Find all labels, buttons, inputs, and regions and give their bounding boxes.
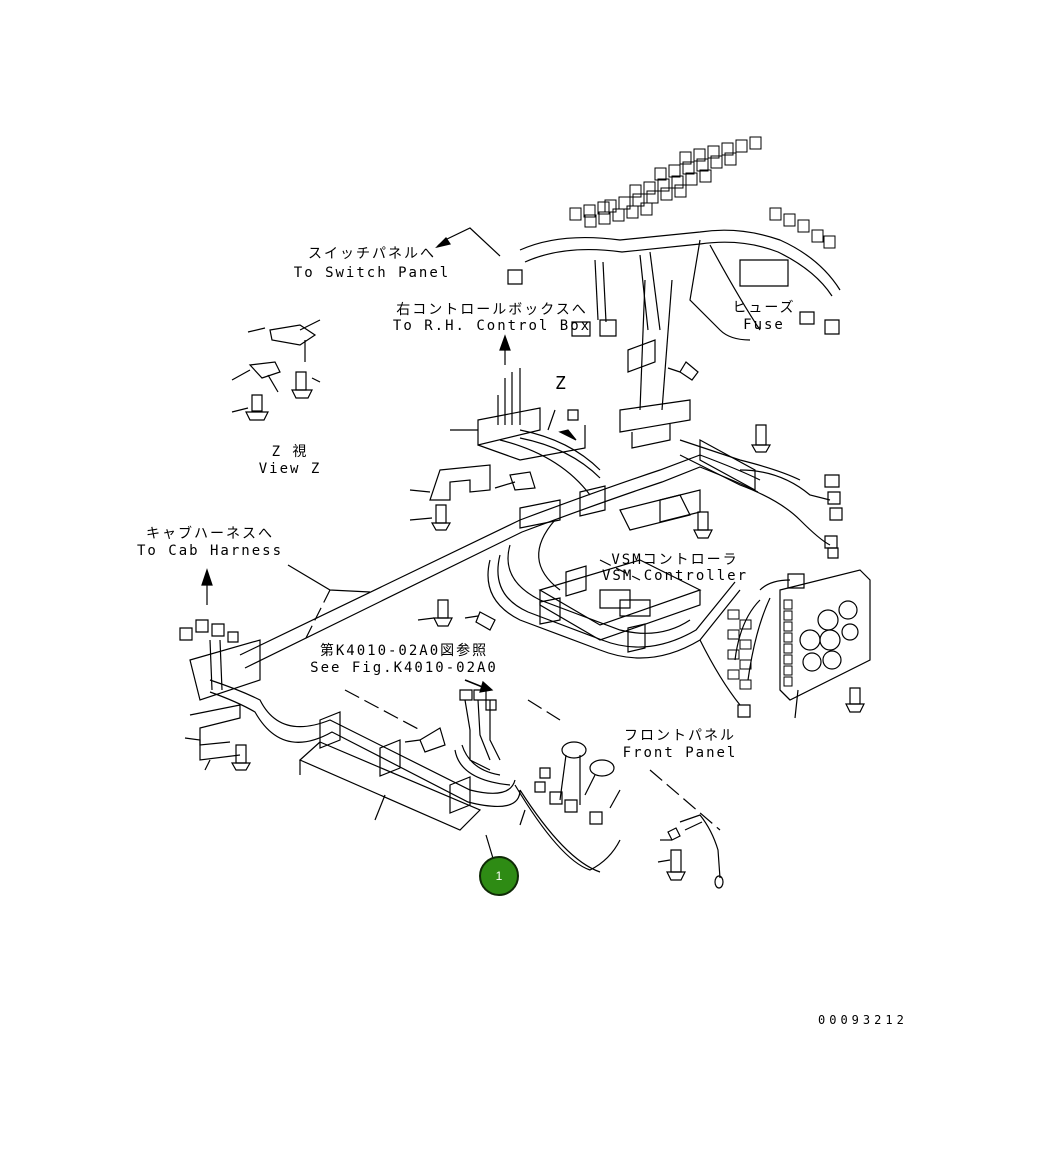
main-harness bbox=[210, 455, 760, 813]
label-fuse-jp: ヒューズ bbox=[732, 300, 796, 316]
control-box-connector bbox=[450, 368, 600, 495]
label-cab-harness-jp: キャブハーネスへ bbox=[146, 526, 274, 542]
relay bbox=[598, 202, 609, 214]
ground-strap bbox=[658, 815, 723, 888]
label-vsm-controller-en: VSM Controller bbox=[601, 568, 749, 584]
label-vsm-controller-jp: VSMコントローラ bbox=[611, 552, 739, 568]
relay bbox=[633, 194, 644, 206]
relay bbox=[647, 191, 658, 203]
label-switch-panel-jp: スイッチパネルへ bbox=[308, 246, 436, 262]
label-see-fig-en: See Fig.K4010-02A0 bbox=[310, 660, 498, 676]
relay bbox=[669, 165, 680, 177]
connector-board bbox=[728, 570, 870, 718]
relay bbox=[824, 236, 835, 248]
view-z-detail bbox=[232, 320, 320, 420]
label-view-z-jp: Z 視 bbox=[271, 444, 309, 460]
vsm-controller-box bbox=[540, 560, 700, 640]
relay bbox=[658, 179, 669, 191]
part-callout-1[interactable]: 1 bbox=[479, 856, 519, 896]
terminal-pin bbox=[784, 666, 792, 675]
relay bbox=[770, 208, 781, 220]
terminal-pin bbox=[784, 600, 792, 609]
relay bbox=[694, 149, 705, 161]
terminal-pin bbox=[784, 622, 792, 631]
relay bbox=[661, 188, 672, 200]
vertical-duct bbox=[620, 280, 690, 448]
relay bbox=[722, 143, 733, 155]
relay bbox=[784, 214, 795, 226]
relay bbox=[619, 197, 630, 209]
label-rh-control-box-en: To R.H. Control Box bbox=[392, 318, 592, 334]
terminal-pin bbox=[784, 655, 792, 664]
relay bbox=[812, 230, 823, 242]
relay bbox=[708, 146, 719, 158]
right-harness bbox=[620, 440, 842, 717]
relay bbox=[680, 152, 691, 164]
terminal-pin bbox=[784, 677, 792, 686]
relay bbox=[599, 212, 610, 224]
relay-block bbox=[508, 137, 840, 340]
label-view-z-en: View Z bbox=[258, 461, 322, 477]
terminal-pin bbox=[784, 644, 792, 653]
relay bbox=[697, 159, 708, 171]
label-cab-harness-en: To Cab Harness bbox=[136, 543, 284, 559]
terminal-pin bbox=[784, 633, 792, 642]
relay bbox=[584, 205, 595, 217]
relay bbox=[711, 156, 722, 168]
leader-lines bbox=[202, 228, 720, 865]
lower-plate bbox=[300, 742, 480, 830]
relay bbox=[798, 220, 809, 232]
label-see-fig-jp: 第K4010-02A0図参照 bbox=[319, 643, 489, 659]
relay bbox=[655, 168, 666, 180]
terminal-pin bbox=[728, 650, 739, 659]
relay bbox=[686, 173, 697, 185]
terminal-pin bbox=[728, 630, 739, 639]
relay bbox=[675, 185, 686, 197]
relay bbox=[585, 215, 596, 227]
relay bbox=[641, 203, 652, 215]
relay bbox=[630, 185, 641, 197]
label-front-panel-en: Front Panel bbox=[622, 745, 738, 761]
label-z-marker: Z bbox=[555, 373, 568, 394]
label-front-panel-jp: フロントパネル bbox=[624, 728, 736, 744]
front-panel-harness bbox=[455, 680, 620, 872]
terminal-pin bbox=[784, 611, 792, 620]
cab-harness-branch bbox=[180, 620, 260, 770]
relay bbox=[750, 137, 761, 149]
label-fuse-en: Fuse bbox=[743, 317, 785, 333]
relay bbox=[627, 206, 638, 218]
relay bbox=[644, 182, 655, 194]
terminal-pin bbox=[728, 610, 739, 619]
relay bbox=[700, 170, 711, 182]
relay bbox=[570, 208, 581, 220]
relay bbox=[613, 209, 624, 221]
relay bbox=[672, 176, 683, 188]
label-rh-control-box-jp: 右コントロールボックスへ bbox=[396, 302, 588, 318]
terminal-pin bbox=[728, 670, 739, 679]
terminal-pin bbox=[740, 680, 751, 689]
relay bbox=[736, 140, 747, 152]
relay bbox=[683, 162, 694, 174]
terminal-pin bbox=[740, 640, 751, 649]
bolt-group bbox=[232, 362, 864, 880]
relay bbox=[725, 153, 736, 165]
label-switch-panel-en: To Switch Panel bbox=[293, 265, 451, 281]
catalog-number: 00093212 bbox=[818, 1013, 908, 1027]
